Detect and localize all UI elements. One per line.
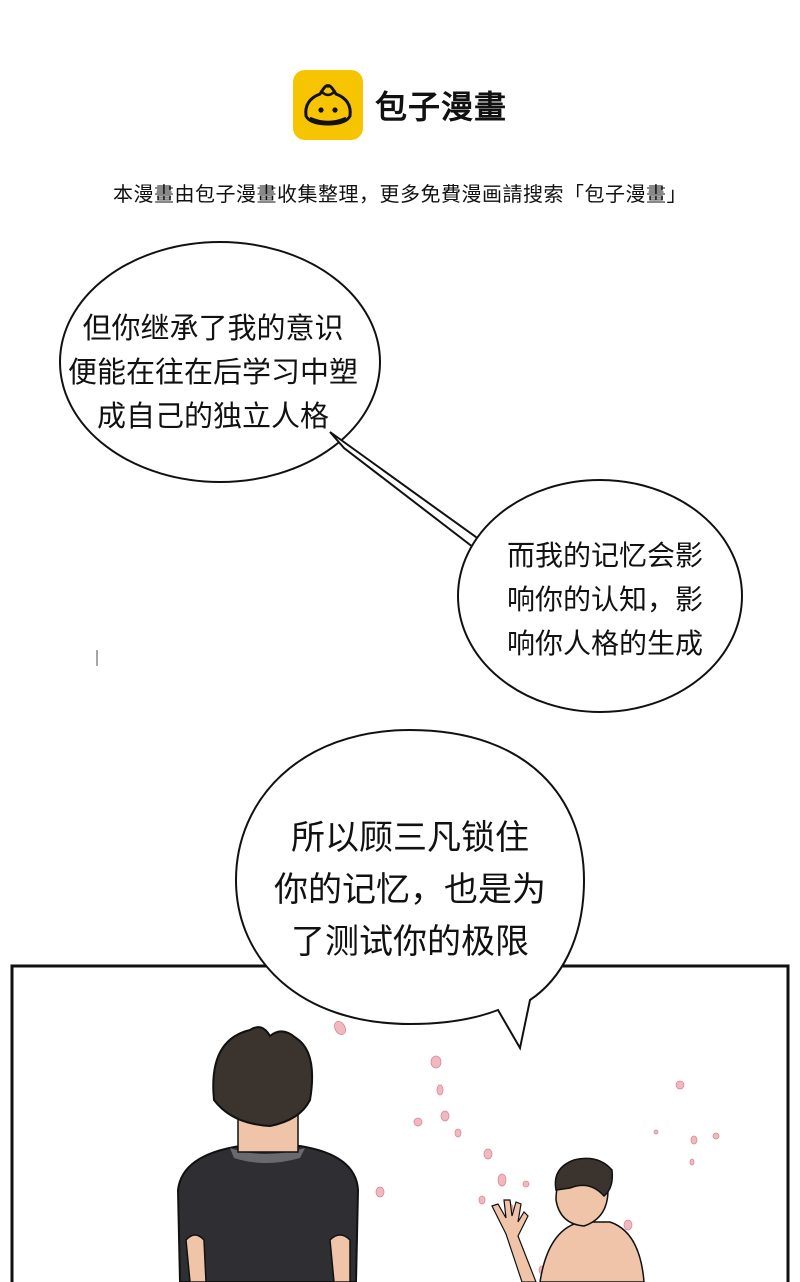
speech-bubble-3 xyxy=(234,728,586,1051)
character-raised-hand xyxy=(491,1157,645,1282)
comic-panel-area: 但你继承了我的意识 便能在往在后学习中塑 成自己的独立人格 而我的记忆会影 响你… xyxy=(0,240,800,1282)
speech-text-1: 但你继承了我的意识 便能在往在后学习中塑 成自己的独立人格 xyxy=(60,306,366,438)
speech-line: 成自己的独立人格 xyxy=(96,399,329,433)
speech-line: 你的记忆，也是为 xyxy=(274,870,546,910)
speech-bubble-1 xyxy=(59,241,484,557)
speech-line: 响你的认知，影 xyxy=(506,583,703,616)
speech-line: 所以顾三凡锁住 xyxy=(291,818,529,858)
logo[interactable]: 包子漫畫 xyxy=(0,70,800,140)
speech-line: 响你人格的生成 xyxy=(506,627,703,660)
speech-text-2: 而我的记忆会影 响你的认知，影 响你人格的生成 xyxy=(468,534,742,666)
site-header: 包子漫畫 本漫畫由包子漫畫收集整理，更多免費漫画請搜索「包子漫畫」 xyxy=(0,0,800,240)
logo-text: 包子漫畫 xyxy=(374,88,507,126)
speech-text-3: 所以顾三凡锁住 你的记忆，也是为 了测试你的极限 xyxy=(240,812,580,968)
speech-bubble-2 xyxy=(457,479,743,713)
speech-line: 便能在往在后学习中塑 xyxy=(67,355,358,389)
character-back-view xyxy=(176,1026,360,1282)
cherry-petals xyxy=(334,1021,720,1275)
source-notice: 本漫畫由包子漫畫收集整理，更多免費漫画請搜索「包子漫畫」 xyxy=(113,182,687,206)
speech-line: 了测试你的极限 xyxy=(291,922,529,962)
speech-line: 而我的记忆会影 xyxy=(506,539,703,572)
bun-logo-icon xyxy=(292,70,363,140)
speech-line: 但你继承了我的意识 xyxy=(82,311,344,345)
